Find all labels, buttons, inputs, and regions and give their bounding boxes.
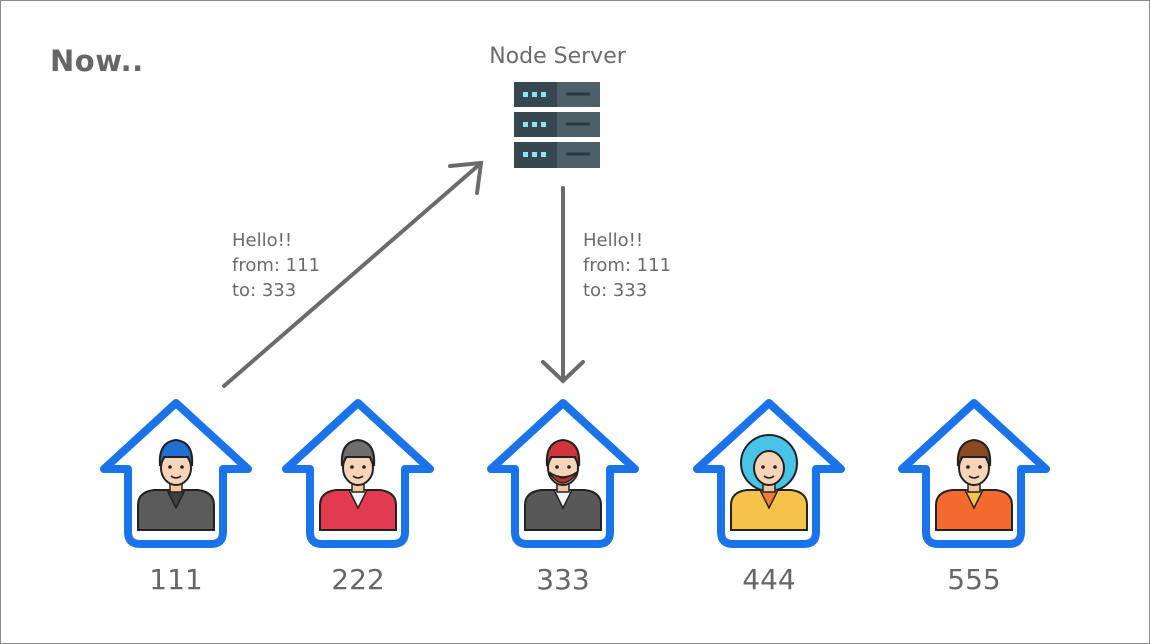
message-line: from: 111 [232, 255, 321, 276]
user-tshirt-icon [935, 438, 1013, 531]
user-house-222 [282, 399, 434, 548]
house-icon [898, 399, 1050, 548]
server-icon [514, 82, 600, 168]
house-icon [282, 399, 434, 548]
user-tuxedo-icon [319, 438, 397, 531]
house-icon [487, 399, 639, 548]
message-line: Hello!! [232, 230, 293, 251]
heading: Now.. [50, 44, 144, 78]
house-icon [100, 399, 252, 548]
user-label-444: 444 [742, 563, 796, 596]
message-from-server: Hello!! from: 111 to: 333 [583, 228, 671, 303]
house-icon [693, 399, 845, 548]
message-line: to: 333 [583, 280, 648, 301]
user-house-444 [693, 399, 845, 548]
user-house-333 [487, 399, 639, 548]
user-afro-icon [730, 434, 808, 531]
message-line: to: 333 [232, 280, 297, 301]
user-label-111: 111 [149, 563, 203, 596]
user-label-222: 222 [331, 563, 385, 596]
message-line: from: 111 [583, 255, 672, 276]
message-line: Hello!! [583, 230, 644, 251]
user-house-111 [100, 399, 252, 548]
server-label: Node Server [489, 44, 626, 69]
message-to-server: Hello!! from: 111 to: 333 [232, 228, 320, 303]
arrow-to-server [222, 160, 484, 388]
user-hoodie-icon [137, 438, 215, 531]
user-beard-icon [524, 438, 602, 531]
arrow-to-user-333 [541, 186, 585, 384]
user-house-555 [898, 399, 1050, 548]
user-label-555: 555 [947, 563, 1001, 596]
user-label-333: 333 [536, 563, 590, 596]
